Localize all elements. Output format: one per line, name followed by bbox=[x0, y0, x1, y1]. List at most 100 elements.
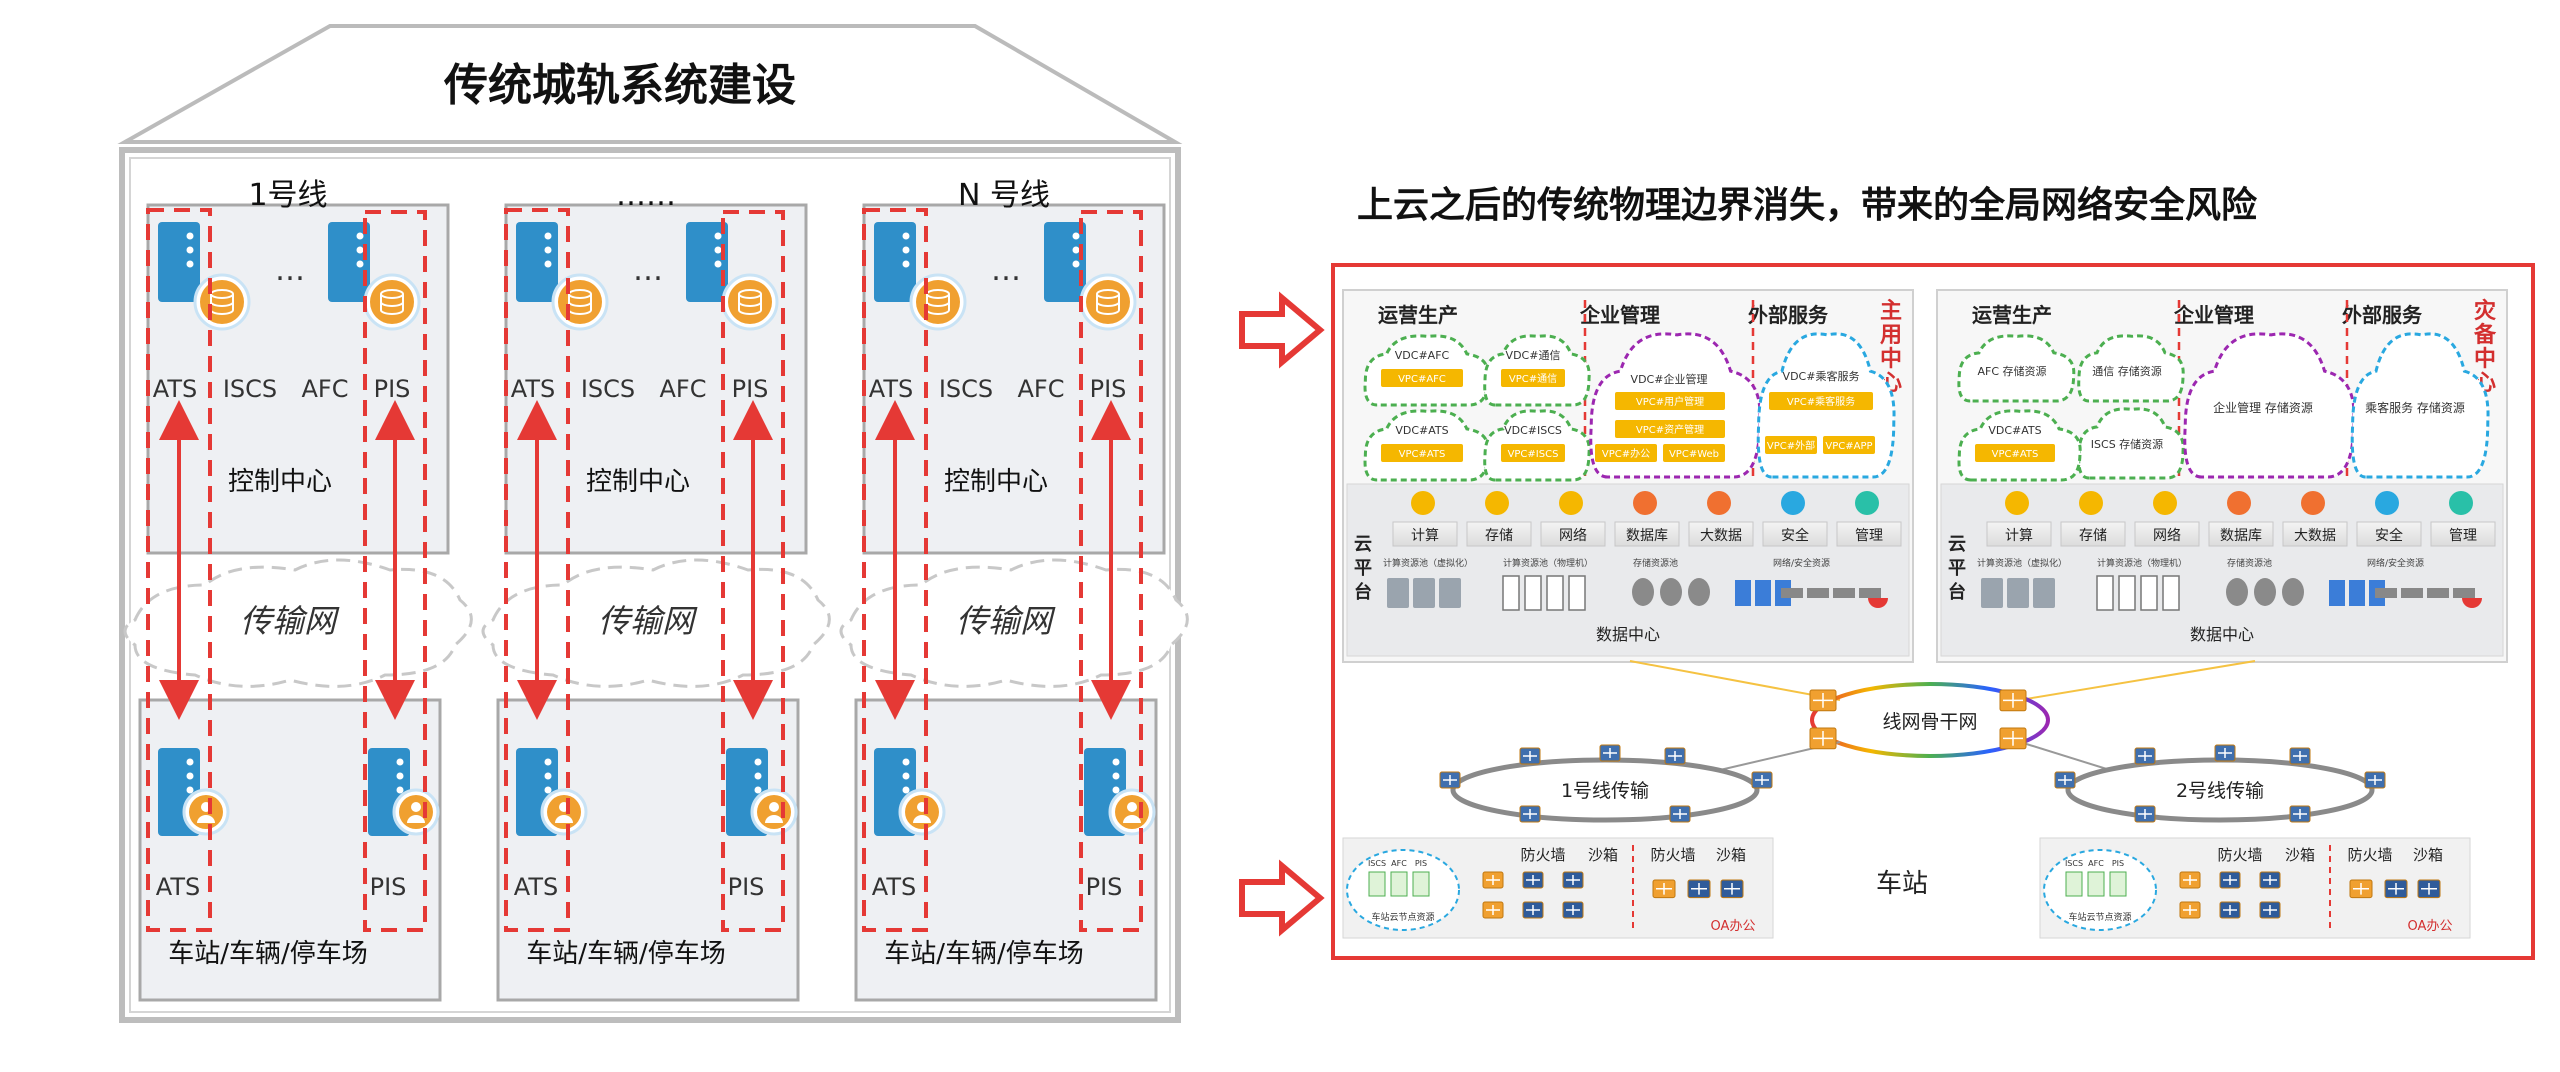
router-icon-cross bbox=[1486, 875, 1500, 885]
vpc-label: VPC#外部 bbox=[1767, 439, 1815, 452]
service-label: 计算 bbox=[1411, 528, 1439, 544]
service-icon bbox=[1485, 491, 1509, 515]
system-label: ISCS bbox=[581, 375, 635, 403]
server-led bbox=[544, 786, 552, 794]
vdc-label: VDC#乘客服务 bbox=[1783, 369, 1860, 383]
physical-server-icon bbox=[1502, 575, 1520, 611]
router-icon-cross bbox=[1526, 905, 1540, 915]
system-label: AFC bbox=[302, 375, 349, 403]
system-label: ATS bbox=[869, 375, 913, 403]
vdc-label: VDC#通信 bbox=[1506, 349, 1561, 362]
service-box bbox=[1986, 521, 2052, 547]
user-icon-head bbox=[411, 802, 421, 812]
router-icon-cross bbox=[2293, 809, 2307, 819]
resource-label: 计算资源池（虚拟化） bbox=[1383, 557, 1473, 569]
vdc-label: VDC#ISCS bbox=[1504, 424, 1562, 437]
control-center-label: 控制中心 bbox=[228, 467, 332, 497]
server-led bbox=[544, 260, 552, 268]
server-led bbox=[902, 772, 910, 780]
physical-server-icon bbox=[2096, 575, 2114, 611]
arrow-to-station-icon bbox=[1239, 859, 1325, 937]
firewall-label: 防火墙 bbox=[1650, 846, 1695, 864]
physical-server-icon bbox=[2118, 575, 2136, 611]
vm-icon bbox=[2007, 578, 2029, 608]
ellipsis-label: … bbox=[275, 253, 305, 288]
service-box bbox=[2134, 521, 2200, 547]
server-icon bbox=[874, 222, 916, 302]
vpc-label: VPC#AFC bbox=[1398, 374, 1446, 385]
vpc-box bbox=[1663, 444, 1725, 462]
external-cloud bbox=[2350, 332, 2490, 479]
data-center-label: 数据中心 bbox=[1596, 625, 1660, 644]
system-label: PIS bbox=[1090, 375, 1127, 403]
storage-array-icon bbox=[2329, 580, 2345, 606]
vpc-box bbox=[1765, 436, 1817, 454]
server-led bbox=[1072, 246, 1080, 254]
service-box bbox=[1540, 521, 1606, 547]
station-system-label: ATS bbox=[872, 873, 916, 901]
router-icon-cross bbox=[2388, 883, 2404, 895]
service-box bbox=[1836, 521, 1902, 547]
service-box bbox=[1762, 521, 1828, 547]
server-led bbox=[356, 232, 364, 240]
service-label: 数据库 bbox=[2220, 528, 2262, 544]
vm-icon bbox=[1387, 578, 1409, 608]
database-icon bbox=[1086, 280, 1130, 324]
router-icon-cross bbox=[1724, 883, 1740, 895]
router-icon-cross bbox=[2421, 883, 2437, 895]
ats-dashed-path bbox=[504, 208, 570, 932]
router-icon-cross bbox=[2183, 875, 2197, 885]
control-center-label: 控制中心 bbox=[944, 467, 1048, 497]
sandbox-label: 沙箱 bbox=[1716, 846, 1746, 864]
service-box bbox=[2430, 521, 2496, 547]
server-led bbox=[396, 758, 404, 766]
service-icon bbox=[2449, 491, 2473, 515]
physical-server-icon bbox=[1546, 575, 1564, 611]
router-icon-cross bbox=[2058, 775, 2072, 785]
vpc-label: VPC#ATS bbox=[1992, 449, 2039, 460]
service-label: 网络 bbox=[1559, 528, 1587, 544]
server-icon bbox=[1044, 222, 1086, 302]
station-label: 车站 bbox=[1876, 869, 1928, 899]
router-icon-cross bbox=[2368, 775, 2382, 785]
station-label: 车站/车辆/停车场 bbox=[168, 939, 368, 969]
backbone-network: 线网骨干网 bbox=[1629, 660, 2256, 771]
router-icon-cross bbox=[1486, 905, 1500, 915]
network-device-icon bbox=[2401, 588, 2423, 598]
server-icon bbox=[516, 222, 558, 302]
user-icon-body bbox=[1123, 815, 1141, 823]
storage-cloud bbox=[2077, 334, 2185, 403]
storage-label: ISCS 存储资源 bbox=[2091, 437, 2163, 451]
server-led bbox=[1072, 260, 1080, 268]
database-icon bbox=[370, 280, 414, 324]
ats-dashed-path bbox=[146, 208, 212, 932]
system-label: PIS bbox=[374, 375, 411, 403]
system-label: PIS bbox=[732, 375, 769, 403]
pis-dashed-path bbox=[363, 210, 427, 932]
line1-ring: 1号线传输 bbox=[1439, 744, 1773, 823]
server-led bbox=[1072, 232, 1080, 240]
data-center-label: 数据中心 bbox=[2190, 625, 2254, 644]
ellipsis-label: … bbox=[991, 253, 1021, 288]
station-system-label: ATS bbox=[514, 873, 558, 901]
oa-label: OA办公 bbox=[2408, 919, 2453, 934]
service-label: 数据库 bbox=[1626, 528, 1668, 544]
platform-label-char: 平 bbox=[1948, 558, 1966, 579]
server-led bbox=[1112, 786, 1120, 794]
service-label: 管理 bbox=[1855, 528, 1883, 544]
service-box bbox=[1614, 521, 1680, 547]
user-icon-body bbox=[197, 815, 215, 823]
vdc-label: VDC#ATS bbox=[1988, 424, 2041, 437]
resource-label: 计算资源池（物理机） bbox=[2097, 557, 2187, 569]
storage-label: 乘客服务 存储资源 bbox=[2365, 400, 2465, 415]
service-icon bbox=[1855, 491, 1879, 515]
server-led bbox=[1112, 758, 1120, 766]
router-icon-cross bbox=[1673, 809, 1687, 819]
network-device-icon bbox=[1833, 588, 1855, 598]
router-icon-cross bbox=[1691, 883, 1707, 895]
server-led bbox=[902, 232, 910, 240]
router-icon-cross bbox=[1603, 748, 1617, 758]
system-label: AFC bbox=[1018, 375, 1065, 403]
